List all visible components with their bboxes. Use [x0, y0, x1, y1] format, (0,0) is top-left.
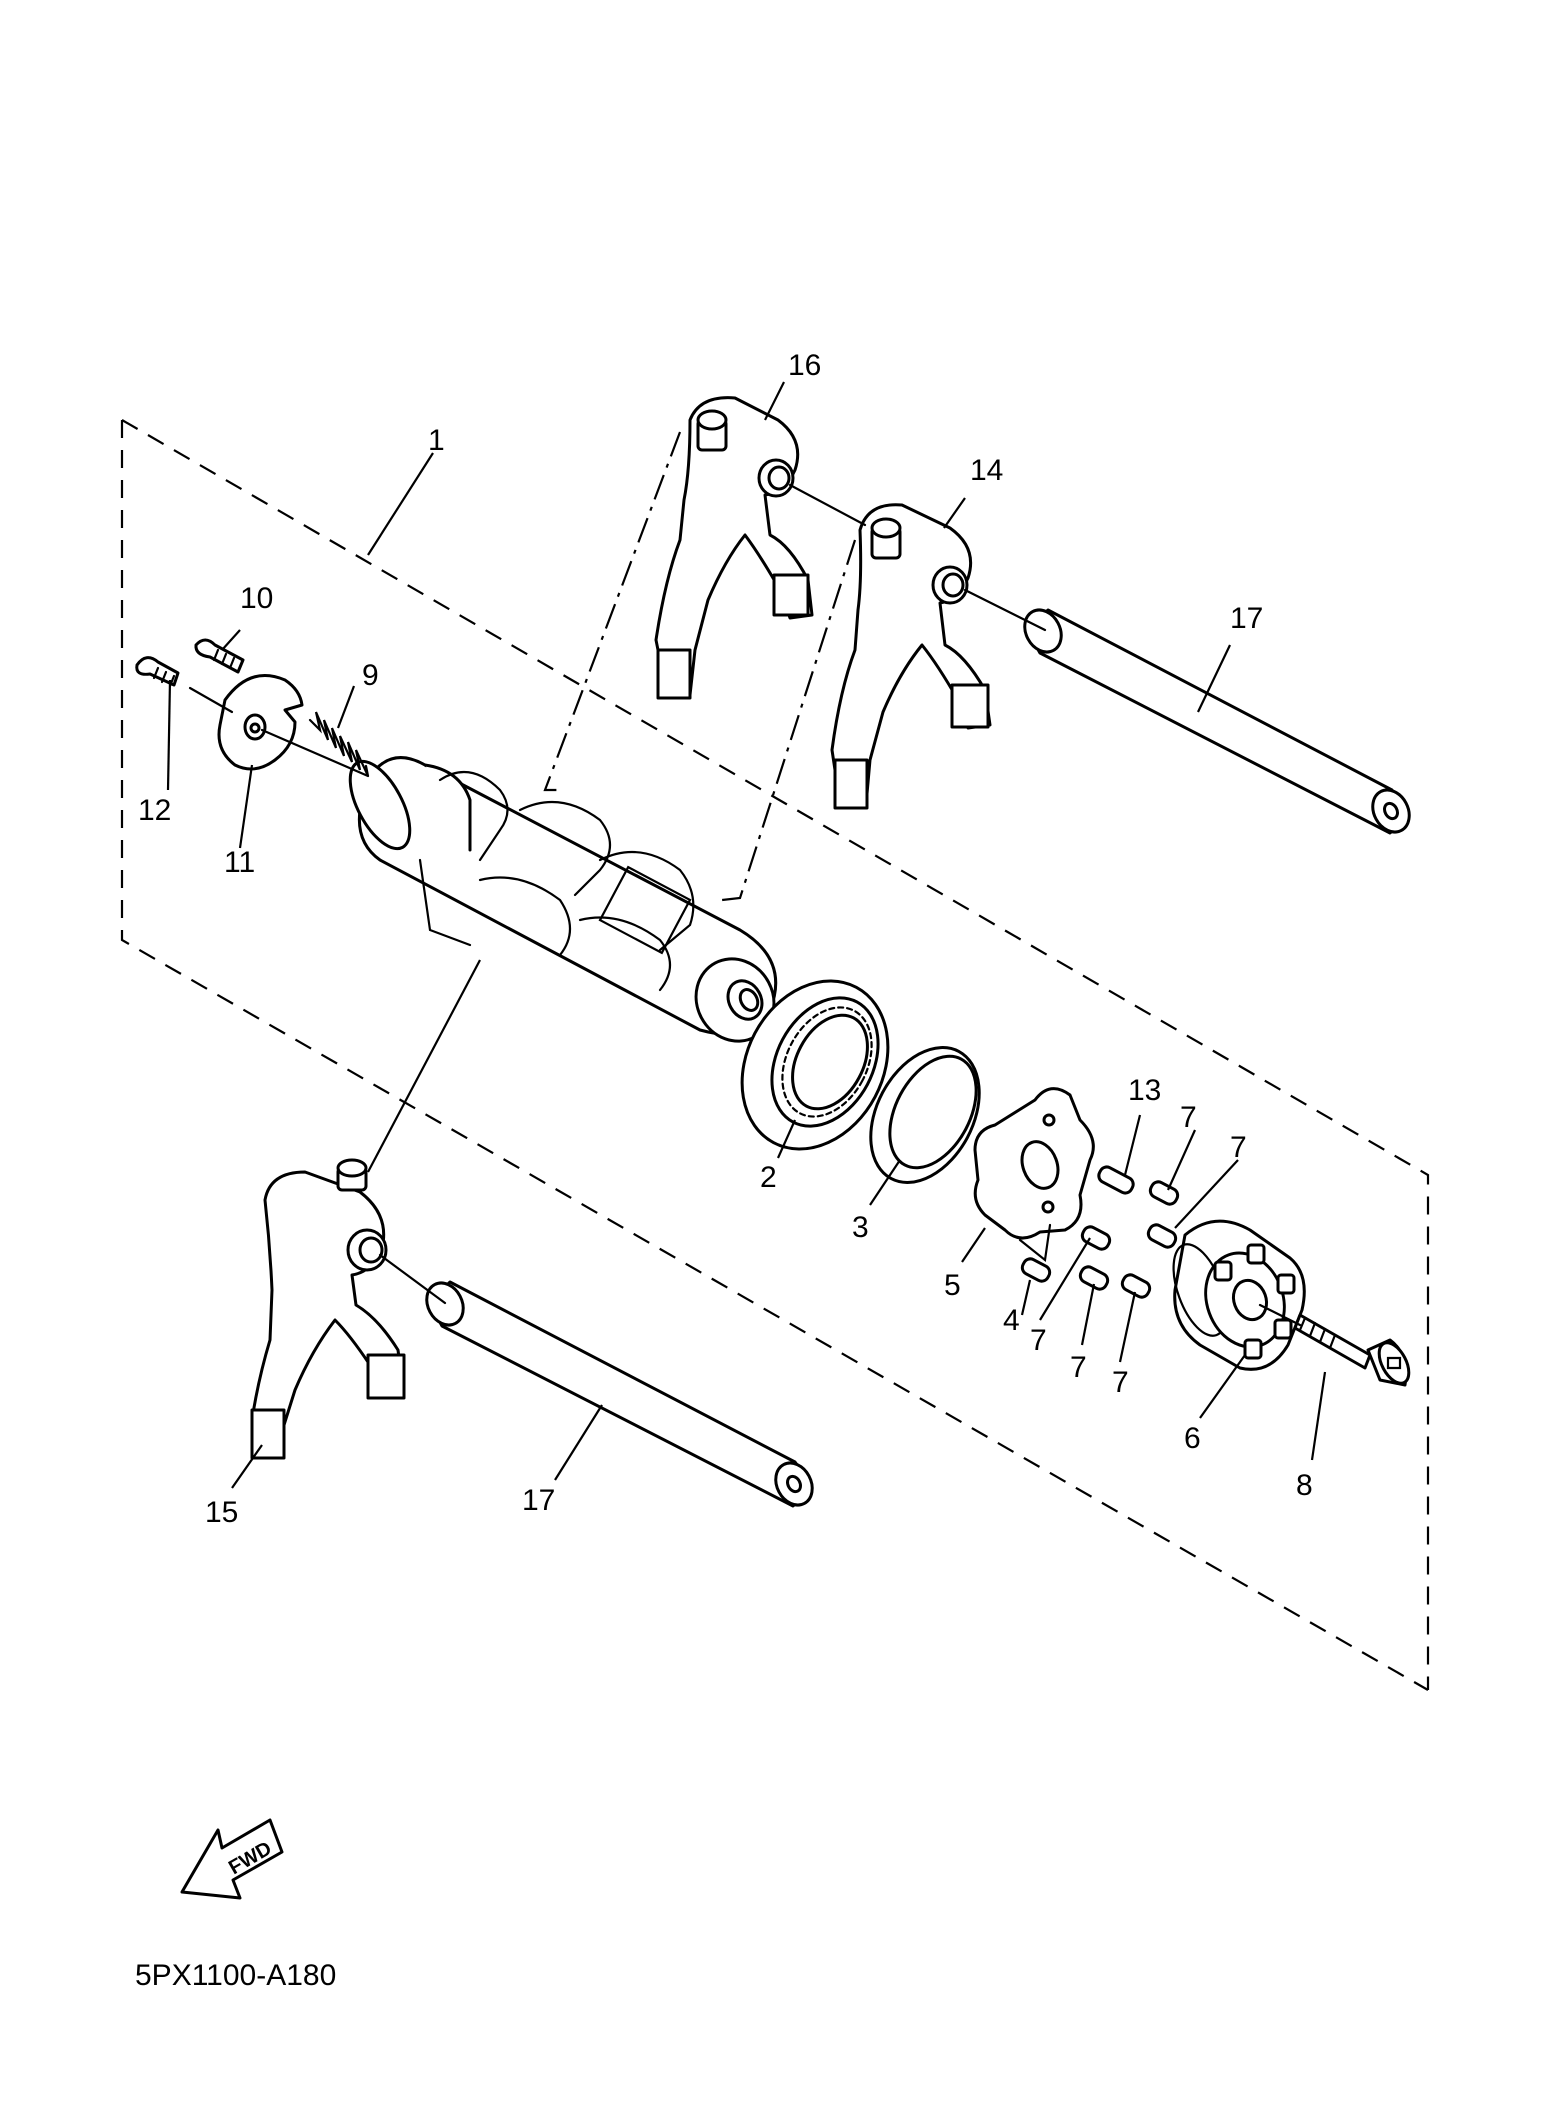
fork-to-drum-chain-lines [367, 431, 857, 1173]
shift-drum[interactable] [338, 752, 788, 1055]
assembly-boundary [120, 419, 1430, 1691]
bolt-10[interactable] [194, 638, 245, 674]
shift-fork-shaft-17-upper[interactable] [1018, 604, 1417, 839]
callout-8: 8 [1296, 1469, 1313, 1502]
assembly-axis-lines [378, 483, 1302, 1327]
callout-11: 11 [224, 846, 255, 879]
bearing-2[interactable] [714, 955, 917, 1174]
callout-1: 1 [428, 424, 445, 457]
drawing-code: 5PX1100-A180 [135, 1959, 336, 1992]
stopper-axis-line [260, 728, 370, 778]
segment-6[interactable] [1163, 1219, 1306, 1371]
pin-13[interactable] [1096, 1164, 1135, 1195]
screw-8[interactable] [1293, 1313, 1415, 1388]
callout-13: 13 [1128, 1074, 1161, 1107]
fwd-arrow-icon: FWD [180, 1818, 284, 1900]
callout-7b: 7 [1230, 1131, 1247, 1164]
callout-7e: 7 [1112, 1366, 1129, 1399]
pin-4[interactable] [1020, 1256, 1052, 1283]
callout-15: 15 [205, 1496, 238, 1529]
callout-7d: 7 [1070, 1351, 1087, 1384]
callout-6: 6 [1184, 1422, 1201, 1455]
callout-7c: 7 [1030, 1324, 1047, 1357]
callout-17b: 17 [522, 1484, 555, 1517]
callout-4: 4 [1003, 1304, 1020, 1337]
callout-leaders [166, 381, 1327, 1489]
circlip-3[interactable] [849, 1029, 1001, 1201]
callout-9: 9 [362, 659, 379, 692]
callout-7a: 7 [1180, 1101, 1197, 1134]
shift-fork-15[interactable] [250, 1158, 406, 1460]
callout-17a: 17 [1230, 602, 1263, 635]
callout-12: 12 [138, 794, 171, 827]
bolt-axis-line [188, 686, 234, 714]
pins-7[interactable] [1078, 1179, 1180, 1299]
bolt-12[interactable] [135, 656, 180, 688]
shift-fork-16[interactable] [654, 396, 814, 700]
callout-2: 2 [760, 1161, 777, 1194]
shift-fork-shaft-17-lower[interactable] [420, 1277, 820, 1512]
stopper-lever-11[interactable] [217, 674, 304, 771]
callout-5: 5 [944, 1269, 961, 1302]
spring-9[interactable] [308, 711, 370, 777]
callout-labels: 1 2 3 4 5 6 7 7 7 7 7 8 9 10 11 12 13 14… [138, 349, 1313, 1529]
segment-plate-5[interactable] [973, 1087, 1095, 1240]
callout-10: 10 [240, 582, 273, 615]
callout-14: 14 [970, 454, 1003, 487]
callout-3: 3 [852, 1211, 869, 1244]
callout-16: 16 [788, 349, 821, 382]
shift-fork-14[interactable] [830, 503, 992, 810]
